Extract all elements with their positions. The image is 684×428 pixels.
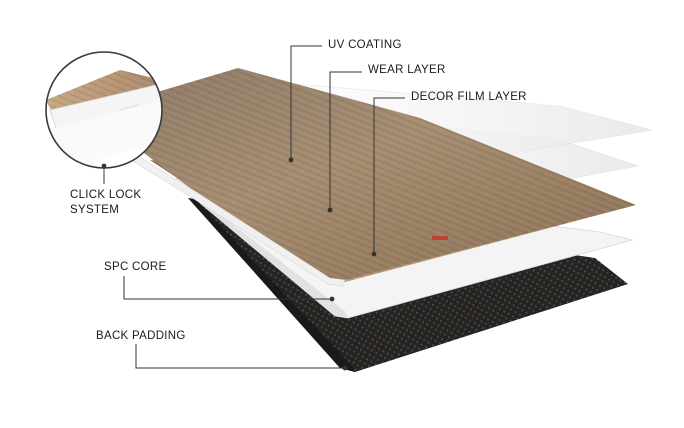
spc-core-dot [329,296,335,302]
brand-mark [432,236,448,240]
spc-core-label: SPC CORE [104,261,167,273]
spc-core-edge [170,178,348,318]
decor-film-dot [371,251,377,257]
wear-layer-label: WEAR LAYER [368,64,446,76]
wood-plank-edge [107,139,346,287]
uv-coating-leader [290,45,322,160]
click-lock-label-line2: SYSTEM [70,204,120,216]
click-lock-magnifier [45,51,163,169]
click-lock-dot [101,163,107,169]
wear-layer-leader [329,71,362,210]
decor-film-leader [373,97,405,254]
click-lock-label-line1: CLICK LOCK [70,189,142,201]
wood-plank-grain [90,68,636,280]
back-padding-dot [342,365,348,371]
spc-core-leader [123,276,332,300]
callout-lines [103,45,405,369]
uv-coating-label: UV COATING [328,39,402,51]
back-padding-label: BACK PADDING [96,330,186,342]
uv-coating-dot [288,157,294,163]
callout-dots [101,157,377,371]
back-padding-edge [188,198,355,372]
back-padding-leader [135,344,345,369]
click-lock-system-label: CLICK LOCK SYSTEM [70,188,141,218]
wear-layer-dot [327,207,333,213]
decor-film-layer-label: DECOR FILM LAYER [411,91,527,103]
